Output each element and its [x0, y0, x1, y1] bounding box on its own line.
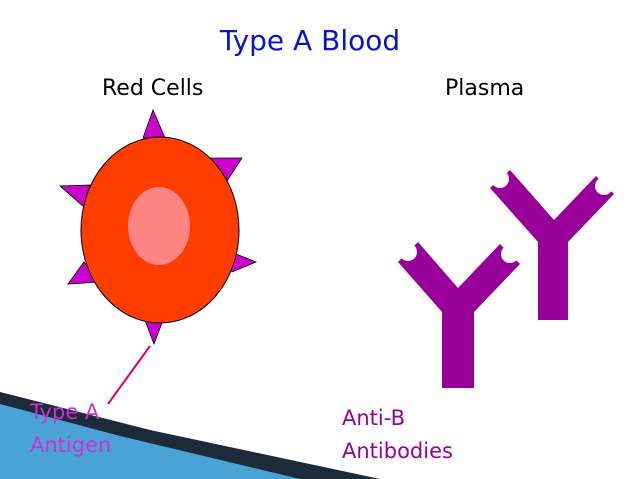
antigen-label: Type A Antigen	[30, 396, 111, 462]
antibody-shape	[398, 242, 520, 388]
antibody-binding-site	[399, 243, 417, 261]
antibody-label: Anti-B Antibodies	[342, 402, 453, 468]
cell-center	[128, 187, 190, 265]
antibody-label-line2: Antibodies	[342, 439, 453, 463]
plasma-label: Plasma	[445, 76, 525, 101]
antibody-binding-site	[595, 177, 613, 195]
slide-title: Type A Blood	[219, 24, 401, 57]
antibody	[490, 170, 614, 320]
antigen-spike	[142, 108, 166, 139]
antibody-shape	[490, 170, 614, 320]
antigen-label-line1: Type A	[30, 400, 100, 424]
antibody-label-line1: Anti-B	[342, 406, 405, 430]
antigen-pointer-line	[107, 345, 151, 405]
antibody-binding-site	[491, 170, 509, 188]
antigen-label-line2: Antigen	[30, 433, 112, 457]
corner-swoosh	[0, 392, 380, 479]
antibody-binding-site	[501, 245, 519, 263]
red-cells-label: Red Cells	[102, 76, 204, 101]
antibody	[398, 242, 520, 388]
